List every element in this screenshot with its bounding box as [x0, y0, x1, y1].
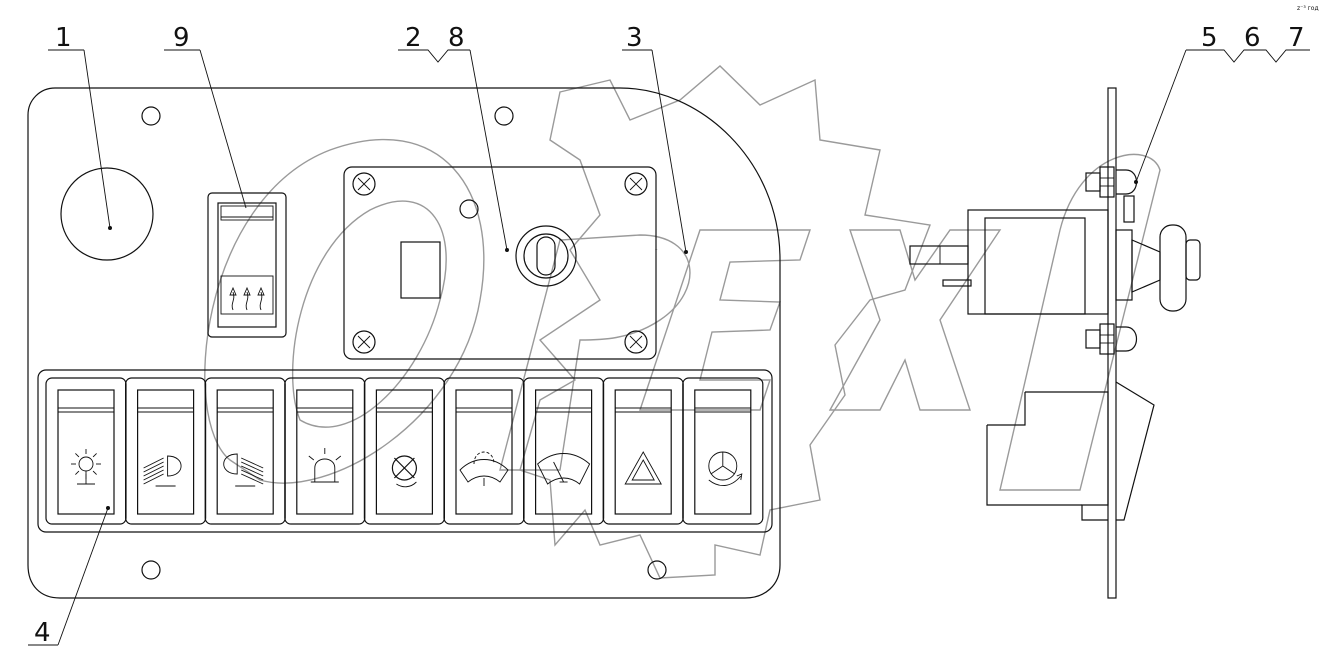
- mounting-hole: [141, 106, 161, 126]
- rocker-switch: [363, 377, 445, 525]
- mounting-hole: [141, 560, 161, 580]
- front-wiper-icon: [537, 453, 591, 485]
- leader-lines: [28, 49, 1310, 646]
- mounting-hole: [647, 560, 667, 580]
- switch-rocker: [375, 389, 433, 515]
- beacon-icon: [308, 448, 342, 483]
- callout-2: 2: [405, 23, 422, 53]
- corner-mark: z⁻³ год: [1297, 5, 1319, 12]
- screw-icon: [624, 330, 648, 354]
- low-beam-icon: [223, 453, 264, 487]
- callout-6: 6: [1244, 23, 1261, 53]
- switch-rocker: [296, 389, 354, 515]
- callout-9: 9: [173, 23, 190, 53]
- screw-icon: [624, 172, 648, 196]
- callout-8: 8: [448, 23, 465, 53]
- ignition-plate: [343, 166, 688, 360]
- callout-5: 5: [1201, 23, 1218, 53]
- switch-bank-frame: [37, 369, 773, 533]
- switch-rocker: [534, 389, 593, 515]
- fan-off-icon: [391, 455, 417, 488]
- switch-rocker: [137, 389, 195, 515]
- callout-4: 4: [34, 618, 51, 648]
- rear-window-heater-icon: [229, 286, 265, 311]
- switch-bezel: [682, 377, 764, 525]
- rocker-switch: [284, 377, 366, 525]
- screw-icon: [352, 330, 376, 354]
- callout-1: 1: [55, 23, 72, 53]
- work-light-icon: [71, 449, 101, 485]
- rear-wiper-icon: [459, 451, 509, 486]
- switch-rocker: [57, 389, 115, 515]
- high-beam-icon: [143, 455, 182, 487]
- rocker-switch: [45, 377, 127, 525]
- mounting-hole: [494, 106, 514, 126]
- recirculation-icon: [708, 451, 743, 486]
- switch-row: [45, 377, 764, 525]
- panel-outline: [27, 87, 781, 599]
- switch-rocker: [694, 389, 752, 515]
- callout-3: 3: [626, 23, 643, 53]
- switch-rocker: [216, 389, 274, 515]
- switch-rocker: [614, 389, 672, 515]
- callout-7: 7: [1288, 23, 1305, 53]
- rocker-switch: [204, 377, 286, 525]
- hazard-icon: [624, 451, 662, 485]
- heater-switch: [207, 192, 287, 338]
- switch-rocker: [455, 389, 513, 515]
- side-view-assembly: [909, 87, 1201, 599]
- screw-icon: [352, 172, 376, 196]
- round-gauge: [60, 167, 154, 261]
- rocker-switch: [124, 377, 207, 525]
- rocker-switch: [443, 377, 525, 525]
- rocker-switch: [682, 377, 764, 525]
- callout-labels: 1 9 2 8 3 5 6 7 4: [34, 23, 1305, 648]
